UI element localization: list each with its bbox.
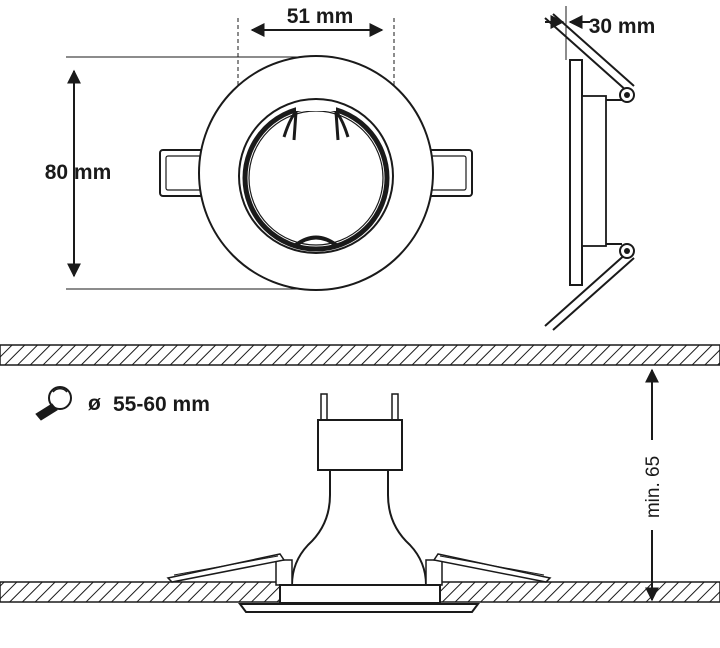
trim-ring bbox=[238, 603, 480, 613]
label-cutout-hole: 55-60 mm bbox=[113, 393, 210, 416]
top-view bbox=[66, 18, 473, 291]
installed-luminaire bbox=[166, 393, 552, 613]
ring-mark-right bbox=[385, 166, 389, 178]
hole-saw-drill-icon bbox=[35, 386, 72, 421]
clip-body-inner bbox=[581, 95, 607, 247]
label-outer-height: 80 mm bbox=[45, 161, 112, 184]
housing-left-wall bbox=[275, 559, 293, 586]
clip-body bbox=[569, 59, 583, 286]
diameter-symbol: ø bbox=[88, 392, 101, 415]
lower-spring-arm bbox=[544, 251, 635, 331]
spring-end-left bbox=[282, 108, 298, 141]
label-inner-diameter: 51 mm bbox=[287, 5, 354, 28]
lamp-socket bbox=[317, 419, 403, 471]
inner-opening bbox=[238, 98, 394, 254]
pin-right bbox=[391, 393, 399, 423]
side-view bbox=[544, 6, 635, 331]
trim-flange bbox=[279, 584, 441, 604]
ceiling-slab-upper bbox=[0, 344, 720, 366]
upper-spring-arm bbox=[544, 13, 635, 93]
housing-right-wall bbox=[425, 559, 443, 586]
spring-end-right bbox=[334, 108, 350, 141]
ring-mark-left bbox=[243, 166, 247, 178]
outer-ring bbox=[198, 55, 434, 291]
spring-bottom-loop bbox=[294, 235, 338, 247]
reflector-bulb bbox=[290, 469, 428, 586]
label-clip-depth: 30 mm bbox=[589, 15, 656, 38]
pin-left bbox=[320, 393, 328, 423]
label-min-depth: min. 65 bbox=[643, 456, 664, 518]
